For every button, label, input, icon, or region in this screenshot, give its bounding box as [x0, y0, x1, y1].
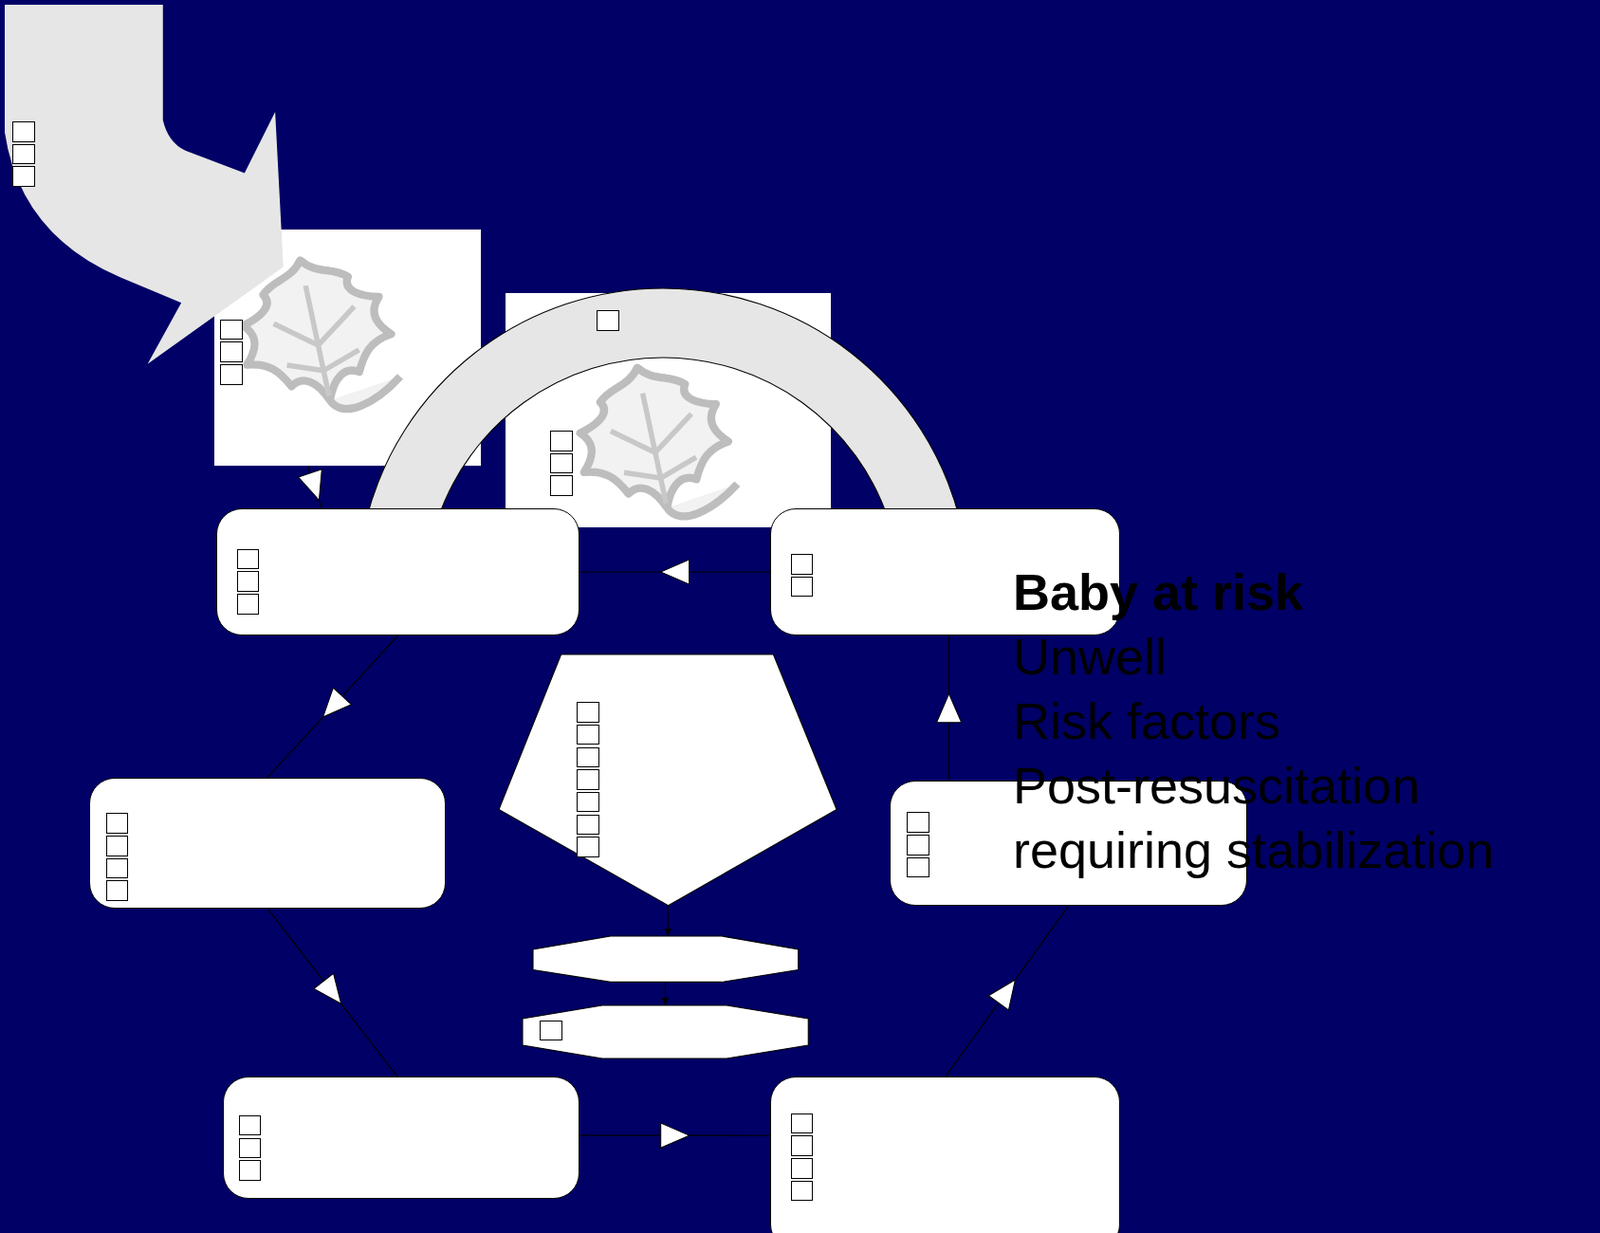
- glyph-placeholder: [576, 701, 600, 723]
- glyph-placeholder: [239, 1115, 262, 1137]
- flow-connector: [664, 981, 666, 1006]
- flow-connector: [267, 908, 398, 1078]
- note-line: Post-resuscitation requiring stabilizati…: [1012, 753, 1582, 883]
- glyph-placeholder: [220, 364, 243, 386]
- glyph-placeholder: [576, 769, 600, 791]
- flow-connector: [579, 1134, 771, 1136]
- glyph-placeholder: [790, 1135, 814, 1157]
- note-heading: Baby at risk: [1012, 559, 1582, 625]
- glyph-placeholder: [906, 811, 930, 833]
- glyph-placeholder: [220, 341, 243, 363]
- entry-arrow: [4, 4, 284, 365]
- glyph-placeholder: [539, 1020, 563, 1042]
- glyph-placeholder: [239, 1159, 262, 1181]
- glyph-placeholder: [790, 1180, 814, 1202]
- flow-connector: [267, 635, 399, 778]
- glyph-placeholder: [596, 310, 620, 332]
- glyph-placeholder: [790, 1158, 814, 1179]
- glyph-placeholder: [237, 593, 260, 615]
- octagon-bar: [533, 936, 799, 982]
- glyph-placeholder: [790, 1113, 814, 1135]
- octagon-bar: [522, 1005, 809, 1059]
- octagon-bar-outline: [522, 1005, 809, 1059]
- glyph-placeholder: [576, 724, 600, 746]
- glyph-placeholder: [576, 747, 600, 769]
- risk-note: Baby at riskUnwellRisk factorsPost-resus…: [1012, 559, 1582, 883]
- glyph-placeholder: [12, 165, 36, 187]
- glyph-placeholder: [550, 430, 573, 452]
- flow-connector: [307, 465, 322, 509]
- glyph-placeholder: [106, 880, 129, 902]
- process-box: [216, 508, 580, 636]
- flow-connector: [579, 570, 771, 572]
- process-box: [222, 1076, 581, 1199]
- glyph-placeholder: [550, 453, 573, 475]
- glyph-placeholder: [220, 319, 243, 341]
- pentagon-box-outline: [498, 654, 837, 906]
- glyph-placeholder: [790, 576, 814, 598]
- glyph-placeholder: [906, 857, 930, 879]
- glyph-placeholder: [106, 858, 129, 880]
- glyph-placeholder: [550, 475, 573, 497]
- glyph-placeholder: [106, 835, 129, 857]
- glyph-placeholder: [576, 836, 600, 858]
- arc-band-outline: [366, 288, 960, 520]
- glyph-placeholder: [790, 553, 814, 575]
- process-box: [89, 777, 447, 909]
- octagon-bar-outline: [533, 936, 799, 982]
- arc-band: [366, 288, 960, 520]
- flow-connector: [945, 905, 1069, 1077]
- pentagon-box: [498, 654, 837, 906]
- flow-connector: [948, 635, 950, 781]
- entry-arrow-outline: [4, 4, 284, 365]
- glyph-placeholder: [106, 812, 129, 834]
- glyph-placeholder: [237, 570, 260, 592]
- glyph-placeholder: [906, 834, 930, 856]
- flow-connector: [667, 904, 669, 936]
- glyph-placeholder: [12, 121, 36, 143]
- note-line: Risk factors: [1012, 688, 1582, 754]
- note-line: Unwell: [1012, 624, 1582, 689]
- glyph-placeholder: [12, 144, 36, 166]
- glyph-placeholder: [576, 814, 600, 836]
- process-box: [770, 1076, 1121, 1233]
- glyph-placeholder: [239, 1138, 262, 1159]
- glyph-placeholder: [237, 549, 260, 571]
- glyph-placeholder: [576, 791, 600, 813]
